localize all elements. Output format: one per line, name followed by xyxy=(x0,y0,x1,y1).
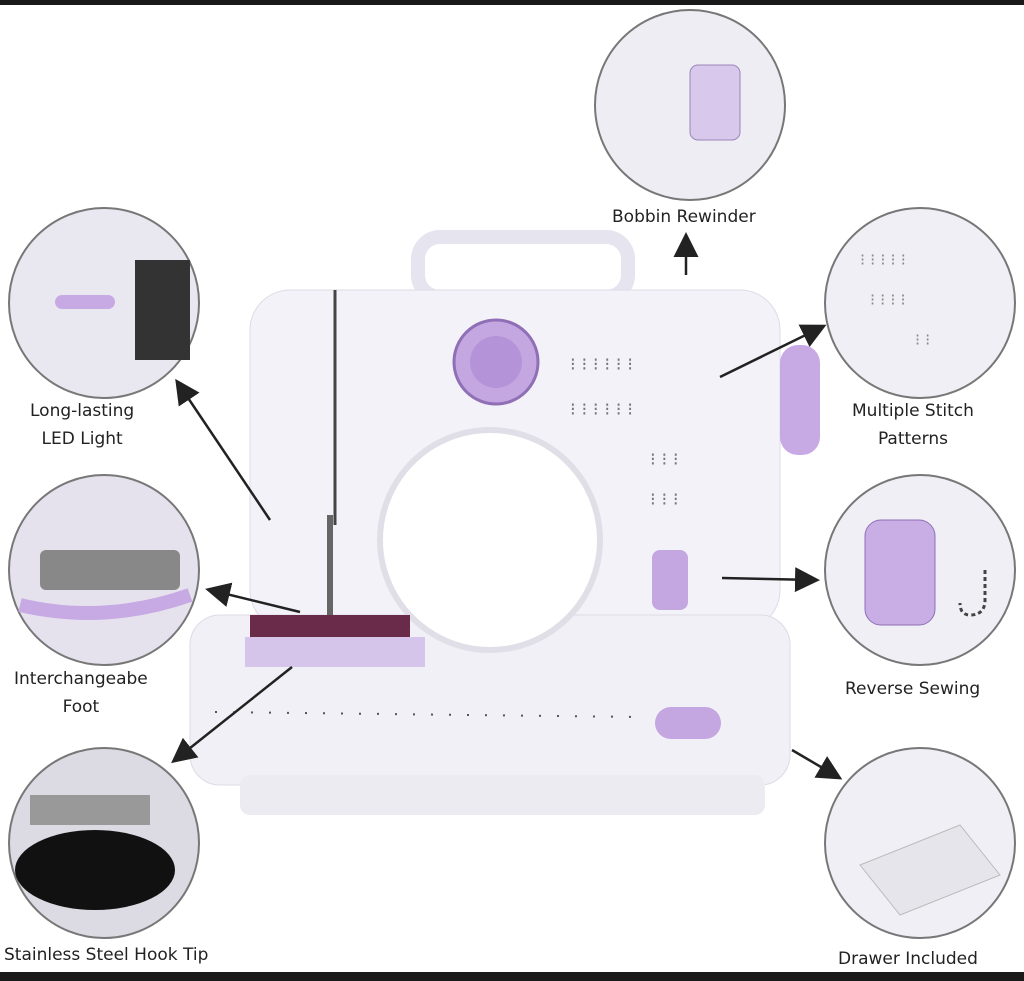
label-interchangeable-foot: Interchangeabe Foot xyxy=(14,665,148,721)
label-line: Foot xyxy=(62,697,100,717)
svg-text:⁝ ⁝ ⁝: ⁝ ⁝ ⁝ xyxy=(650,489,679,510)
label-line: LED Light xyxy=(41,429,123,449)
label-line: Multiple Stitch xyxy=(852,401,974,421)
svg-text:⁝ ⁝ ⁝ ⁝ ⁝ ⁝: ⁝ ⁝ ⁝ ⁝ ⁝ ⁝ xyxy=(570,354,633,375)
callout-arrows xyxy=(171,232,843,780)
sewing-machine-illustration: ⁝ ⁝ ⁝ ⁝ ⁝ ⁝ ⁝ ⁝ ⁝ ⁝ ⁝ ⁝ ⁝ ⁝ ⁝ ⁝ ⁝ ⁝ ⁝ ⁝ … xyxy=(8,9,1016,939)
label-hook-tip: Stainless Steel Hook Tip xyxy=(4,945,209,965)
stitch-detail-circle xyxy=(824,207,1016,399)
svg-text:⁝ ⁝ ⁝: ⁝ ⁝ ⁝ xyxy=(650,449,679,470)
svg-text:⁝ ⁝ ⁝ ⁝: ⁝ ⁝ ⁝ ⁝ xyxy=(870,290,906,309)
label-line: Patterns xyxy=(877,429,948,449)
label-line: Interchangeabe xyxy=(14,669,148,689)
label-bobbin-rewinder: Bobbin Rewinder xyxy=(612,207,756,227)
label-line: Long-lasting xyxy=(30,401,135,421)
sewing-machine: ⁝ ⁝ ⁝ ⁝ ⁝ ⁝ ⁝ ⁝ ⁝ ⁝ ⁝ ⁝ ⁝ ⁝ ⁝ ⁝ ⁝ ⁝ xyxy=(189,230,820,815)
product-infographic: ⁝ ⁝ ⁝ ⁝ ⁝ ⁝ ⁝ ⁝ ⁝ ⁝ ⁝ ⁝ ⁝ ⁝ ⁝ ⁝ ⁝ ⁝ ⁝ ⁝ … xyxy=(0,5,1024,972)
svg-text:⁝ ⁝ ⁝ ⁝ ⁝: ⁝ ⁝ ⁝ ⁝ ⁝ xyxy=(860,250,906,269)
label-stitch-patterns: Multiple Stitch Patterns xyxy=(852,397,974,453)
label-drawer: Drawer Included xyxy=(838,949,978,969)
label-led-light: Long-lasting LED Light xyxy=(30,397,134,453)
svg-text:⁝ ⁝ ⁝ ⁝ ⁝ ⁝: ⁝ ⁝ ⁝ ⁝ ⁝ ⁝ xyxy=(570,399,633,420)
svg-text:⁝ ⁝: ⁝ ⁝ xyxy=(915,330,930,349)
label-reverse-sewing: Reverse Sewing xyxy=(845,679,981,699)
